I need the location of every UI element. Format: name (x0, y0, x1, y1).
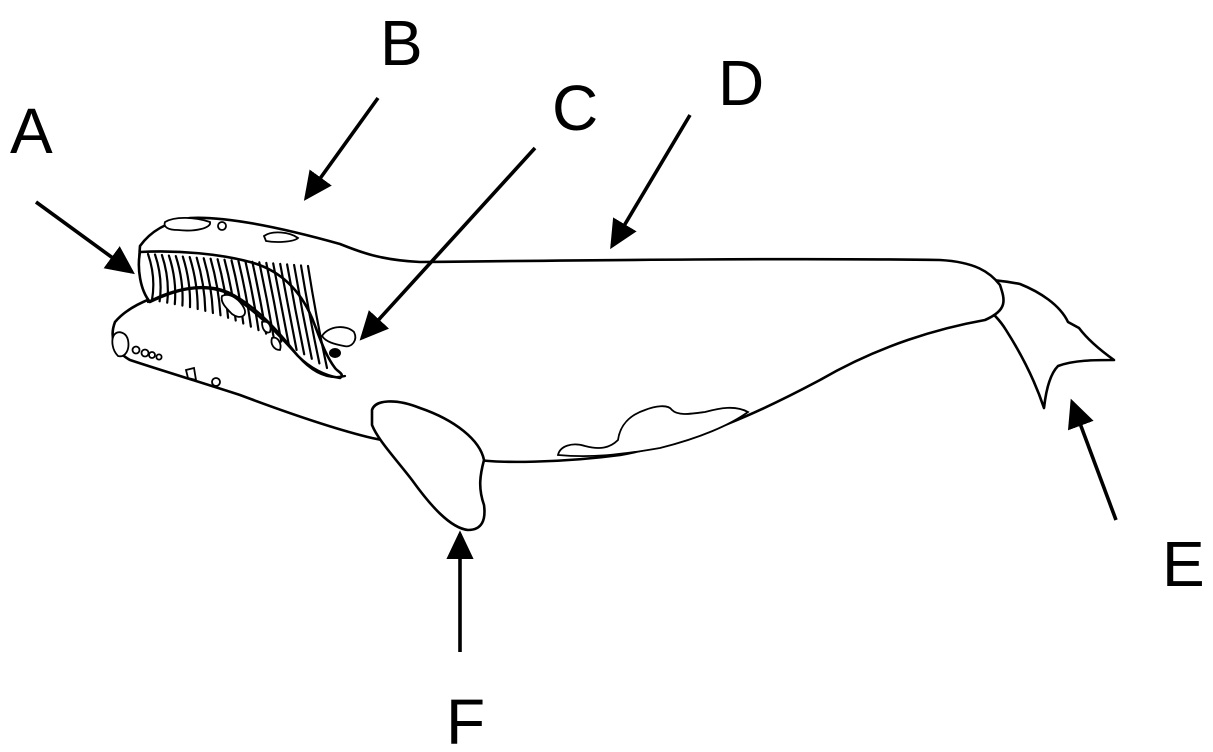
whale-body (113, 218, 1004, 462)
arrow-a (36, 202, 132, 272)
callosity-jaw-7 (212, 378, 220, 386)
whale-illustration (112, 218, 1114, 530)
callosity-jaw-1 (112, 332, 128, 356)
label-b: B (380, 7, 423, 79)
arrow-e (1072, 402, 1116, 520)
label-a: A (10, 95, 53, 167)
callosity-jaw-2 (133, 347, 140, 354)
callosity-jaw-5 (156, 354, 161, 359)
callosity-top-1 (165, 218, 211, 231)
callosity-jaw-3 (142, 350, 149, 357)
arrow-b (306, 98, 378, 198)
callosity-jaw-4 (149, 352, 155, 358)
callosity-top-2 (218, 222, 226, 230)
arrow-d (612, 115, 690, 246)
eye (329, 348, 341, 358)
label-d: D (718, 47, 764, 119)
callosity-jaw-6 (186, 368, 196, 380)
label-c: C (552, 72, 598, 144)
label-e: E (1162, 528, 1205, 600)
label-f: F (446, 686, 485, 752)
